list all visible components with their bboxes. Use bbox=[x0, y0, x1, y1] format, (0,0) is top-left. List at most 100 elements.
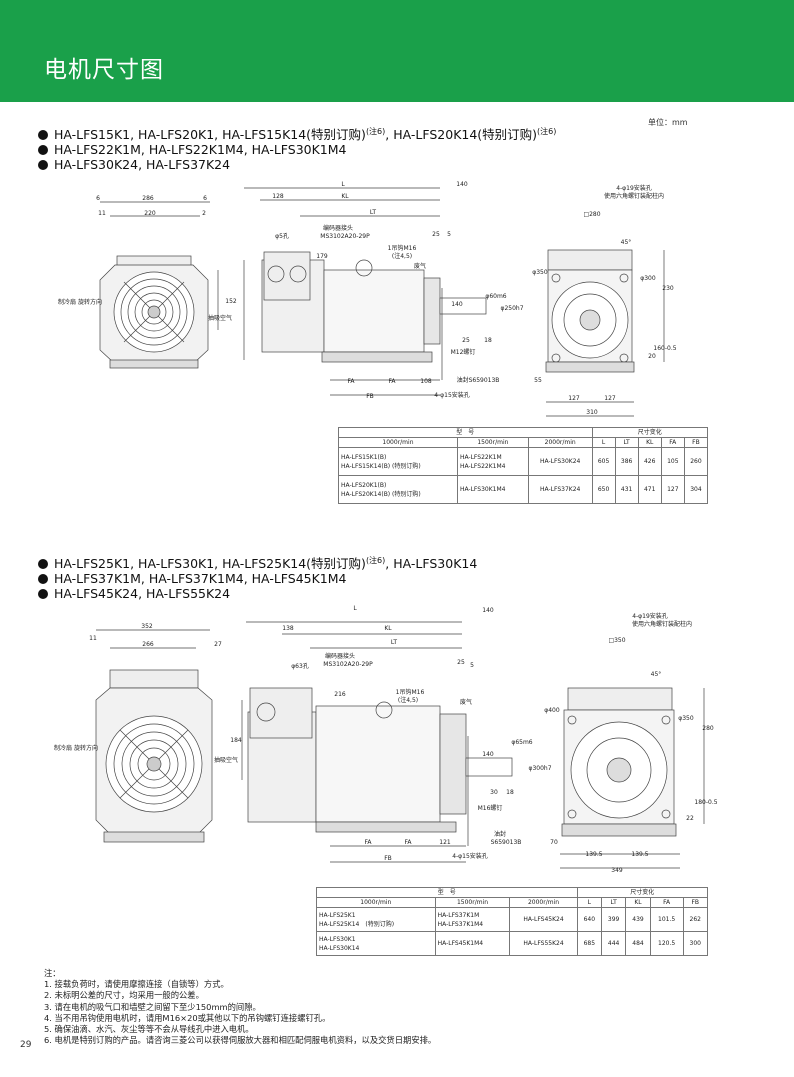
svg-text:55: 55 bbox=[534, 377, 542, 384]
column-header: 1000r/min bbox=[316, 897, 436, 908]
svg-text:M16螺钉: M16螺钉 bbox=[478, 804, 503, 812]
svg-text:5: 5 bbox=[447, 231, 451, 238]
page-number: 29 bbox=[20, 1040, 32, 1050]
svg-text:1吊钩M16: 1吊钩M16 bbox=[396, 688, 425, 696]
svg-text:编码器接头: 编码器接头 bbox=[323, 224, 353, 232]
svg-text:φ60m6: φ60m6 bbox=[485, 293, 506, 300]
svg-text:230: 230 bbox=[662, 285, 674, 292]
svg-text:70: 70 bbox=[550, 839, 558, 846]
bullet-icon bbox=[38, 589, 48, 600]
svg-text:216: 216 bbox=[334, 691, 346, 698]
svg-text:废气: 废气 bbox=[414, 262, 426, 270]
column-header: 2000r/min bbox=[509, 897, 578, 908]
column-header: 1500r/min bbox=[434, 897, 511, 908]
model-line: HA-LFS22K1M, HA-LFS22K1M4, HA-LFS30K1M4 bbox=[38, 142, 556, 157]
table-row: HA-LFS20K1(B)HA-LFS20K14(B) (特别订购) HA-LF… bbox=[338, 475, 709, 504]
svg-text:140: 140 bbox=[451, 301, 463, 308]
column-header: LT bbox=[600, 897, 627, 908]
unit-label: 单位：mm bbox=[648, 118, 688, 127]
svg-text:310: 310 bbox=[586, 409, 598, 416]
svg-text:MS3102A20-29P: MS3102A20-29P bbox=[320, 233, 370, 240]
svg-text:18: 18 bbox=[484, 337, 492, 344]
svg-text:L: L bbox=[353, 605, 357, 612]
svg-text:使用六角螺钉装配柱内: 使用六角螺钉装配柱内 bbox=[604, 192, 664, 200]
model-line: HA-LFS15K1, HA-LFS20K1, HA-LFS15K14(特别订购… bbox=[38, 124, 556, 142]
svg-text:30: 30 bbox=[490, 789, 498, 796]
table-header: 型 号 bbox=[316, 887, 578, 898]
svg-text:MS3102A20-29P: MS3102A20-29P bbox=[323, 661, 373, 668]
svg-text:FB: FB bbox=[384, 855, 392, 862]
column-header: 1500r/min bbox=[456, 437, 529, 448]
note-item: 2. 未标明公差的尺寸，均采用一般的公差。 bbox=[44, 990, 204, 1001]
column-header: FB bbox=[682, 897, 709, 908]
svg-text:138: 138 bbox=[282, 625, 294, 632]
svg-text:φ5孔: φ5孔 bbox=[275, 232, 289, 240]
svg-text:11: 11 bbox=[98, 210, 106, 217]
motor-drawing-1: 6 286 6 11 220 2 152 制冷扇 旋转方向 抽吸空气 L 140… bbox=[58, 181, 677, 417]
svg-text:2: 2 bbox=[202, 210, 206, 217]
svg-text:FA: FA bbox=[364, 839, 372, 846]
svg-text:φ65m6: φ65m6 bbox=[511, 739, 532, 746]
column-header: L bbox=[591, 437, 616, 448]
column-header: LT bbox=[614, 437, 639, 448]
spec-table-2: 型 号 尺寸变化 1000r/min 1500r/min 2000r/min L… bbox=[316, 887, 709, 956]
column-header: FA bbox=[649, 897, 684, 908]
svg-text:45°: 45° bbox=[651, 671, 662, 678]
svg-text:139.5: 139.5 bbox=[631, 851, 648, 858]
svg-text:140: 140 bbox=[482, 607, 494, 614]
svg-text:使用六角螺钉装配柱内: 使用六角螺钉装配柱内 bbox=[632, 620, 692, 628]
bullet-icon bbox=[38, 160, 48, 171]
svg-text:139.5: 139.5 bbox=[585, 851, 602, 858]
svg-text:抽吸空气: 抽吸空气 bbox=[214, 756, 238, 764]
spec-table-1: 型 号 尺寸变化 1000r/min 1500r/min 2000r/min L… bbox=[338, 427, 709, 504]
svg-text:280: 280 bbox=[702, 725, 714, 732]
end-view bbox=[545, 249, 665, 417]
svg-text:108: 108 bbox=[420, 378, 432, 385]
svg-text:140: 140 bbox=[456, 181, 468, 188]
model-line: HA-LFS37K1M, HA-LFS37K1M4, HA-LFS45K1M4 bbox=[38, 571, 477, 586]
svg-text:349: 349 bbox=[611, 867, 623, 874]
svg-text:φ300h7: φ300h7 bbox=[528, 765, 551, 772]
svg-text:L: L bbox=[341, 181, 345, 188]
svg-text:FA: FA bbox=[347, 378, 355, 385]
svg-text:18: 18 bbox=[506, 789, 514, 796]
front-view bbox=[99, 201, 219, 369]
svg-text:φ250h7: φ250h7 bbox=[500, 305, 523, 312]
column-header: KL bbox=[625, 897, 651, 908]
column-header: L bbox=[576, 897, 602, 908]
side-view bbox=[246, 621, 513, 863]
page-header: 电机尺寸图 bbox=[0, 0, 794, 102]
note-item: 4. 当不用吊钩使用电机时，请用M16×20或其他以下的吊钩螺钉连接螺钉孔。 bbox=[44, 1012, 331, 1023]
bullet-icon bbox=[38, 574, 48, 585]
svg-text:4-φ15安装孔: 4-φ15安装孔 bbox=[434, 391, 470, 399]
svg-text:编码器接头: 编码器接头 bbox=[325, 652, 355, 660]
svg-text:27: 27 bbox=[214, 641, 222, 648]
svg-text:127: 127 bbox=[568, 395, 580, 402]
svg-text:LT: LT bbox=[391, 639, 398, 646]
svg-text:M12螺钉: M12螺钉 bbox=[451, 348, 476, 356]
svg-text:179: 179 bbox=[316, 253, 328, 260]
svg-text:220: 220 bbox=[144, 210, 156, 217]
svg-text:KL: KL bbox=[341, 193, 349, 200]
page-title: 电机尺寸图 bbox=[44, 57, 164, 83]
svg-text:25: 25 bbox=[457, 659, 465, 666]
svg-text:25: 25 bbox=[462, 337, 470, 344]
svg-text:制冷扇 旋转方向: 制冷扇 旋转方向 bbox=[54, 744, 98, 752]
svg-text:286: 286 bbox=[142, 195, 154, 202]
svg-text:45°: 45° bbox=[621, 239, 632, 246]
column-header: 2000r/min bbox=[527, 437, 593, 448]
column-header: FB bbox=[683, 437, 709, 448]
section2-models: HA-LFS25K1, HA-LFS30K1, HA-LFS25K14(特别订购… bbox=[38, 553, 477, 601]
model-line: HA-LFS45K24, HA-LFS55K24 bbox=[38, 586, 477, 601]
svg-text:KL: KL bbox=[384, 625, 392, 632]
svg-text:制冷扇 旋转方向: 制冷扇 旋转方向 bbox=[58, 298, 102, 306]
svg-text:140: 140 bbox=[482, 751, 494, 758]
svg-text:(注4,5): (注4,5) bbox=[398, 696, 418, 704]
front-view bbox=[95, 629, 243, 843]
svg-text:121: 121 bbox=[439, 839, 451, 846]
notes-title: 注： bbox=[44, 968, 61, 978]
svg-text:FB: FB bbox=[366, 393, 374, 400]
model-line: HA-LFS30K24, HA-LFS37K24 bbox=[38, 157, 556, 172]
svg-text:152: 152 bbox=[225, 298, 237, 305]
